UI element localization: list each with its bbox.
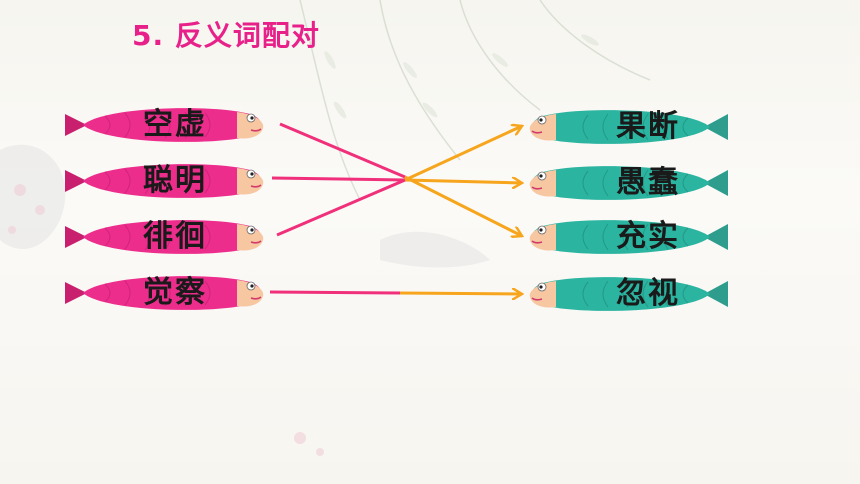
teal-fish-icon	[529, 220, 728, 254]
left-word-label: 觉察	[143, 275, 207, 310]
right-word-card-2[interactable]: 愚蠢	[528, 162, 728, 204]
teal-fish-icon	[529, 277, 728, 311]
pink-fish-icon	[65, 276, 264, 310]
left-word-card-3[interactable]: 徘徊	[65, 216, 265, 258]
right-word-label: 充实	[616, 219, 680, 254]
left-word-label: 聪明	[143, 163, 207, 198]
right-word-label: 愚蠢	[616, 165, 680, 200]
teal-fish-icon	[529, 110, 728, 144]
left-word-label: 空虚	[143, 107, 207, 142]
right-word-card-3[interactable]: 充实	[528, 216, 728, 258]
left-word-card-4[interactable]: 觉察	[65, 272, 265, 314]
right-word-card-1[interactable]: 果断	[528, 106, 728, 148]
pink-fish-icon	[65, 164, 264, 198]
right-word-label: 忽视	[616, 276, 680, 311]
slide-title: 5. 反义词配对	[132, 19, 320, 52]
pink-fish-icon	[65, 108, 264, 142]
left-word-card-1[interactable]: 空虚	[65, 104, 265, 146]
left-word-label: 徘徊	[143, 219, 207, 254]
left-word-card-2[interactable]: 聪明	[65, 160, 265, 202]
teal-fish-icon	[529, 166, 728, 200]
right-word-label: 果断	[616, 109, 680, 144]
right-word-card-4[interactable]: 忽视	[528, 273, 728, 315]
pink-fish-icon	[65, 220, 264, 254]
